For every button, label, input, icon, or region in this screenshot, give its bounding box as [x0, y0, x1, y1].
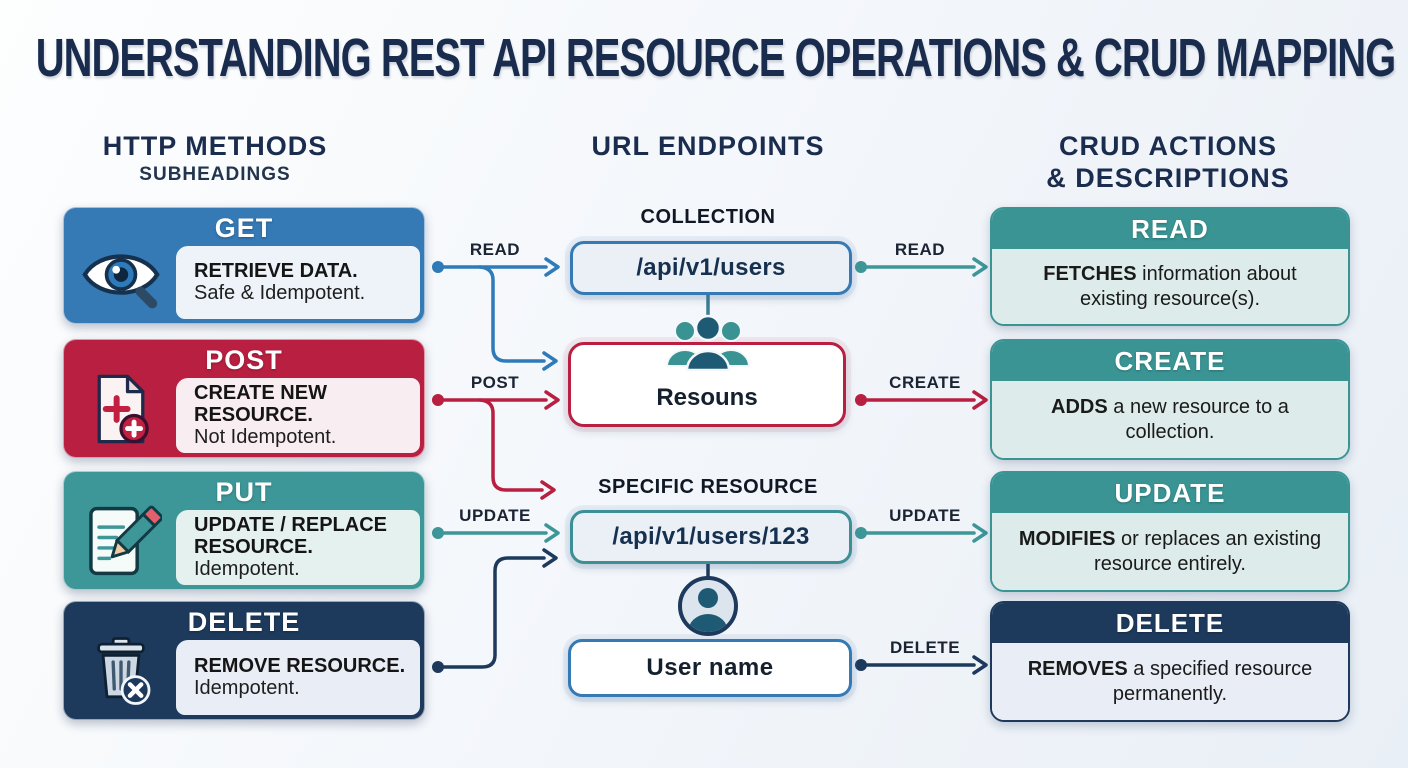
crud-desc-read: FETCHES information about existing resou…: [992, 249, 1348, 324]
method-desc-bold: REMOVE RESOURCE.: [194, 655, 406, 677]
method-desc-bold: RETRIEVE DATA.: [194, 260, 358, 282]
http-methods-title: HTTP METHODS: [102, 131, 328, 161]
arrow-label-create: CREATE: [889, 373, 961, 392]
method-desc-rest: Not Idempotent.: [194, 426, 337, 448]
method-name-delete: DELETE: [187, 607, 301, 637]
method-desc-get: RETRIEVE DATA. Safe & Idempotent.: [176, 246, 420, 319]
crud-desc-create: ADDS a new resource to a collection.: [992, 381, 1348, 458]
crud-desc-bold: REMOVES: [1027, 657, 1128, 680]
method-name-get: GET: [214, 213, 274, 243]
page-title: UNDERSTANDING REST API RESOURCE OPERATIO…: [35, 27, 1396, 88]
crud-actions-title-line1: CRUD ACTIONS: [1059, 131, 1277, 161]
arrow-label-update-right: UPDATE: [889, 506, 961, 525]
crud-desc-rest: a specified resource permanently.: [1112, 657, 1313, 705]
crud-card-update: UPDATE MODIFIES or replaces an existing …: [990, 471, 1350, 592]
http-methods-subtitle: SUBHEADINGS: [139, 164, 291, 185]
crud-name-delete: DELETE: [992, 603, 1348, 643]
arrow-label-post: POST: [470, 373, 520, 392]
method-name-put: PUT: [215, 477, 273, 507]
user-name-box: User name: [568, 639, 852, 697]
method-card-post: POST CREATE NEW RESOURCE. Not Idempotent…: [63, 339, 425, 458]
document-plus-icon: [97, 374, 149, 444]
trash-x-icon: [97, 637, 151, 705]
crud-card-delete: DELETE REMOVES a specified resource perm…: [990, 601, 1350, 722]
specific-url: /api/v1/users/123: [612, 523, 810, 550]
url-endpoints-title: URL ENDPOINTS: [591, 131, 825, 161]
crud-card-create: CREATE ADDS a new resource to a collecti…: [990, 339, 1350, 460]
crud-name-update: UPDATE: [992, 473, 1348, 513]
method-desc-bold: CREATE NEW RESOURCE.: [194, 382, 327, 426]
crud-desc-rest: or replaces an existing resource entirel…: [1094, 527, 1322, 575]
crud-desc-bold: ADDS: [1051, 395, 1108, 418]
crud-desc-rest: information about existing resource(s).: [1079, 262, 1297, 310]
method-desc-delete: REMOVE RESOURCE. Idempotent.: [176, 640, 420, 715]
crud-desc-delete: REMOVES a specified resource permanently…: [992, 643, 1348, 720]
method-card-delete: DELETE REMOVE RESOURCE. Idempotent.: [63, 601, 425, 720]
crud-name-create: CREATE: [992, 341, 1348, 381]
resources-label: Resouns: [656, 384, 758, 411]
arrow-label-delete: DELETE: [889, 638, 961, 657]
arrow-label-update-left: UPDATE: [459, 506, 531, 525]
crud-desc-rest: a new resource to a collection.: [1107, 395, 1289, 443]
column-header-http-methods: HTTP METHODS SUBHEADINGS: [35, 130, 395, 188]
users-group-icon: [665, 314, 751, 372]
method-name-post: POST: [205, 345, 283, 375]
collection-url: /api/v1/users: [636, 254, 786, 281]
method-card-put: PUT UPDATE / REPLACE RESOURCE. Idempoten…: [63, 471, 425, 590]
arrow-label-read-left: READ: [469, 240, 521, 259]
method-desc-post: CREATE NEW RESOURCE. Not Idempotent.: [176, 378, 420, 453]
method-desc-bold: UPDATE / REPLACE RESOURCE.: [194, 514, 387, 558]
method-desc-rest: Idempotent.: [194, 677, 300, 699]
method-desc-rest: Safe & Idempotent.: [194, 282, 366, 304]
column-header-url-endpoints: URL ENDPOINTS: [558, 130, 858, 162]
crud-desc-bold: MODIFIES: [1018, 527, 1116, 550]
collection-label: COLLECTION: [640, 206, 776, 228]
arrow-label-read-right: READ: [894, 240, 946, 259]
crud-desc-bold: FETCHES: [1043, 262, 1137, 285]
specific-url-box: /api/v1/users/123: [570, 510, 852, 564]
method-card-get: GET RETRIEVE DATA. Safe & Idempotent.: [63, 207, 425, 324]
crud-actions-title-line2: & DESCRIPTIONS: [1046, 163, 1290, 193]
method-desc-put: UPDATE / REPLACE RESOURCE. Idempotent.: [176, 510, 420, 585]
crud-name-read: READ: [992, 209, 1348, 249]
document-pencil-icon: [89, 505, 162, 576]
user-name-label: User name: [646, 654, 774, 681]
column-header-crud-actions: CRUD ACTIONS & DESCRIPTIONS: [988, 130, 1348, 194]
crud-desc-update: MODIFIES or replaces an existing resourc…: [992, 513, 1348, 590]
specific-resource-label: SPECIFIC RESOURCE: [598, 476, 818, 498]
user-avatar-icon: [678, 576, 738, 636]
collection-url-box: /api/v1/users: [570, 241, 852, 295]
eye-magnifier-icon: [82, 254, 160, 309]
method-desc-rest: Idempotent.: [194, 558, 300, 580]
crud-card-read: READ FETCHES information about existing …: [990, 207, 1350, 326]
